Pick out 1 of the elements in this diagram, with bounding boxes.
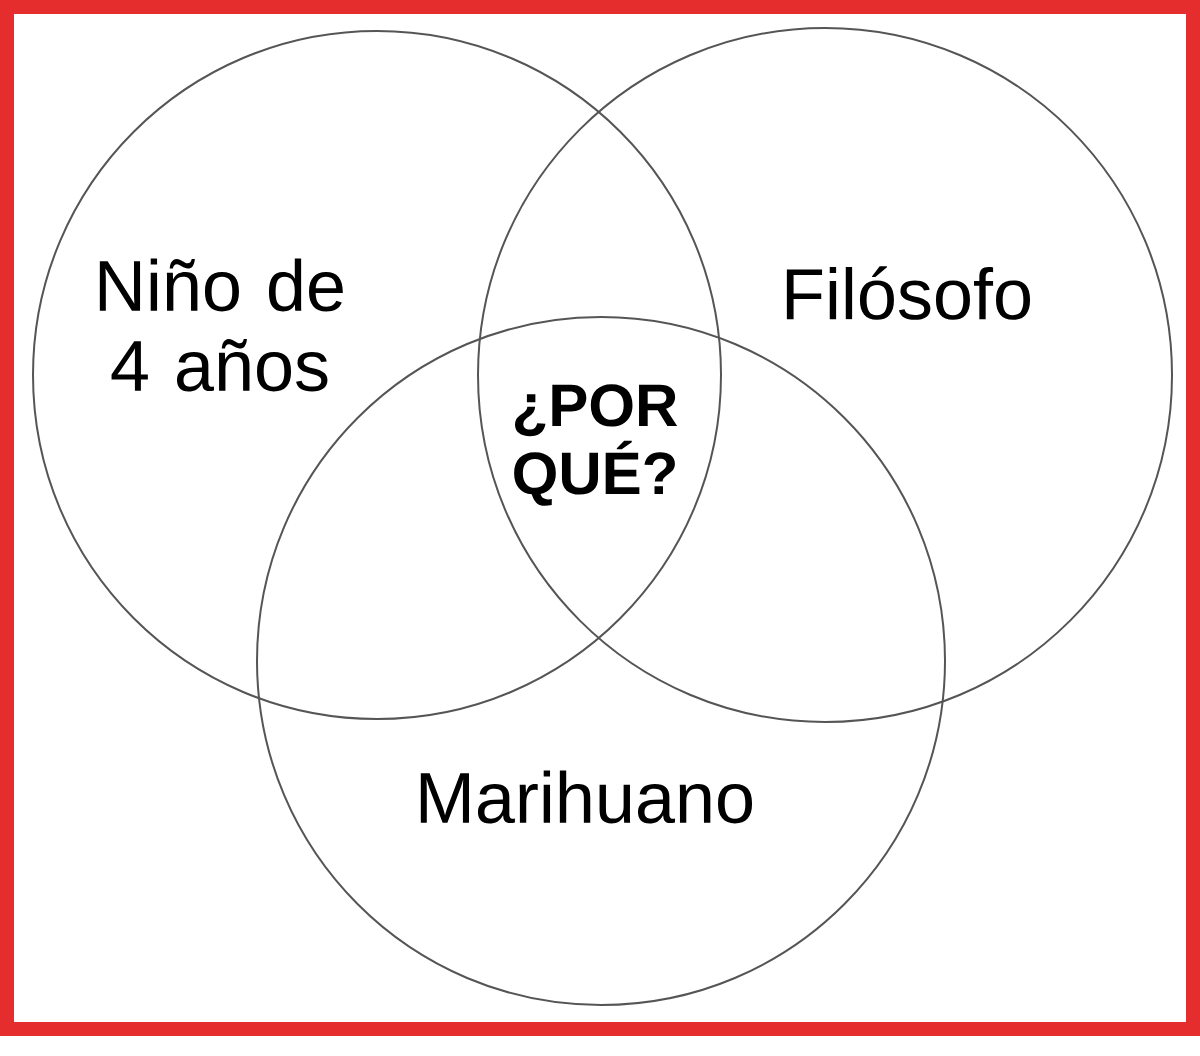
center-label: ¿POR QUÉ? — [514, 384, 678, 506]
